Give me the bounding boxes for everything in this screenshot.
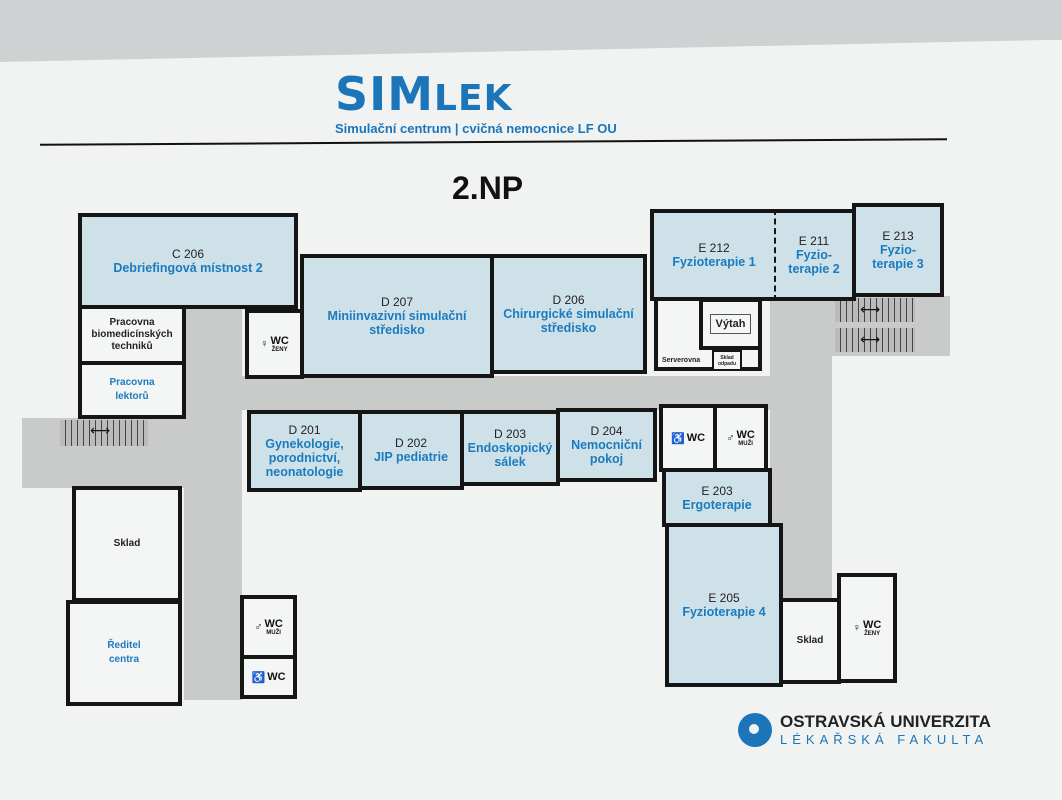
faculty-name: LÉKAŘSKÁ FAKULTA — [780, 732, 989, 747]
room-name: Sklad — [796, 635, 824, 646]
room-c206: C 206 Debriefingová místnost 2 — [78, 213, 298, 309]
room-number: D 202 — [394, 436, 428, 450]
room-name: Fyzioterapie 1 — [672, 255, 756, 269]
woman-icon: ♀ — [852, 622, 861, 634]
wheelchair-icon: ♿ — [251, 671, 266, 684]
room-name: Gynekologie, porodnictví, neonatologie — [265, 437, 344, 479]
wc-sublabel: ŽENY — [864, 631, 881, 637]
room-number: D 204 — [590, 424, 623, 438]
room-d207: D 207 Miniinvazivní simulační středisko — [300, 254, 494, 378]
room-name: Miniinvazivní simulační středisko — [327, 309, 467, 337]
room-reditel: Ředitel centra — [66, 600, 182, 706]
room-number: E 205 — [708, 591, 740, 605]
room-name: Výtah — [709, 314, 752, 334]
room-name: Fyzioterapie 4 — [682, 605, 766, 619]
room-name: Chirurgické simulační středisko — [503, 307, 634, 335]
woman-icon: ♀ — [260, 338, 269, 350]
stairs-east-2 — [835, 328, 915, 352]
stairs-arrow-icon: ⟷ — [860, 302, 881, 318]
room-e203: E 203 Ergoterapie — [662, 468, 772, 527]
room-name: Sklad odpadu — [717, 354, 737, 367]
room-number: C 206 — [171, 247, 205, 261]
wc-label: WC — [270, 335, 289, 347]
stairs-east-1 — [835, 298, 915, 322]
room-lektoru: Pracovna lektorů — [78, 361, 186, 419]
floor-title: 2.NP — [452, 170, 524, 206]
room-name: Fyzio-terapie 3 — [872, 243, 924, 271]
simlek-logo: SIMLEK Simulační centrum | cvičná nemocn… — [335, 71, 617, 136]
elevator: Výtah — [699, 298, 762, 350]
room-name: Serverovna — [662, 357, 701, 364]
room-number: D 206 — [552, 293, 585, 307]
room-name: Ergoterapie — [682, 497, 752, 512]
wc-label: WC — [686, 432, 706, 444]
room-number: D 201 — [288, 423, 321, 437]
ostravska-univerzita-logo: OSTRAVSKÁ UNIVERZITA LÉKAŘSKÁ FAKULTA — [738, 712, 991, 747]
room-name: Pracovna biomedicínských techniků — [91, 317, 173, 352]
wc-label: WC — [736, 429, 755, 441]
room-name: Debriefingová místnost 2 — [113, 261, 263, 275]
logo-lek: LEK — [434, 78, 513, 119]
wc-sublabel: ŽENY — [271, 347, 288, 353]
wc-accessible-left: ♿WC — [240, 655, 297, 699]
man-icon: ♂ — [726, 432, 735, 444]
room-d203: D 203 Endoskopický sálek — [460, 410, 560, 486]
room-number: E 203 — [701, 483, 733, 498]
university-emblem-icon — [738, 712, 772, 747]
wc-sublabel: MUŽI — [738, 441, 753, 447]
room-name: Nemocniční pokoj — [571, 438, 642, 466]
room-name: Endoskopický sálek — [467, 441, 553, 469]
room-e213: E 213 Fyzio-terapie 3 — [852, 203, 944, 297]
room-d202: D 202 JIP pediatrie — [358, 410, 464, 490]
university-name: OSTRAVSKÁ UNIVERZITA — [780, 712, 991, 731]
stairs-arrow-icon: ⟷ — [860, 332, 881, 348]
room-sklad-odpadu: Sklad odpadu — [712, 350, 742, 371]
wc-label: WC — [862, 619, 882, 631]
room-number: D 207 — [380, 295, 414, 309]
room-sklad-left: Sklad — [72, 486, 182, 602]
room-name: Ředitel centra — [107, 640, 141, 665]
wc-label: WC — [264, 618, 283, 630]
logo-subtitle: Simulační centrum | cvičná nemocnice LF … — [335, 121, 617, 136]
logo-sim: SIM — [335, 67, 435, 121]
room-name: Pracovna lektorů — [109, 377, 155, 402]
room-biomed: Pracovna biomedicínských techniků — [78, 305, 186, 365]
room-e211: E 211 Fyzio-terapie 2 — [774, 209, 856, 301]
corridor-left — [184, 305, 242, 700]
room-sklad-right: Sklad — [779, 598, 841, 684]
wc-label: WC — [267, 671, 286, 683]
room-number: E 211 — [798, 234, 830, 248]
room-e205: E 205 Fyzioterapie 4 — [665, 523, 783, 687]
room-name: JIP pediatrie — [373, 450, 449, 464]
wc-sublabel: MUŽI — [266, 630, 281, 636]
wheelchair-icon: ♿ — [670, 432, 685, 445]
room-d204: D 204 Nemocniční pokoj — [556, 408, 657, 482]
stairs-arrow-icon: ⟷ — [90, 423, 111, 439]
room-e212: E 212 Fyzioterapie 1 — [650, 209, 778, 301]
room-name: Fyzio-terapie 2 — [788, 248, 840, 276]
room-number: D 203 — [493, 427, 527, 441]
room-d206: D 206 Chirurgické simulační středisko — [490, 254, 647, 374]
room-number: E 213 — [882, 229, 914, 243]
room-name: Sklad — [113, 538, 141, 549]
room-number: E 212 — [698, 241, 730, 255]
stairs-west — [60, 420, 148, 446]
room-d201: D 201 Gynekologie, porodnictví, neonatol… — [247, 410, 362, 492]
wc-accessible-right: ♿WC — [659, 404, 717, 472]
man-icon: ♂ — [254, 621, 263, 633]
